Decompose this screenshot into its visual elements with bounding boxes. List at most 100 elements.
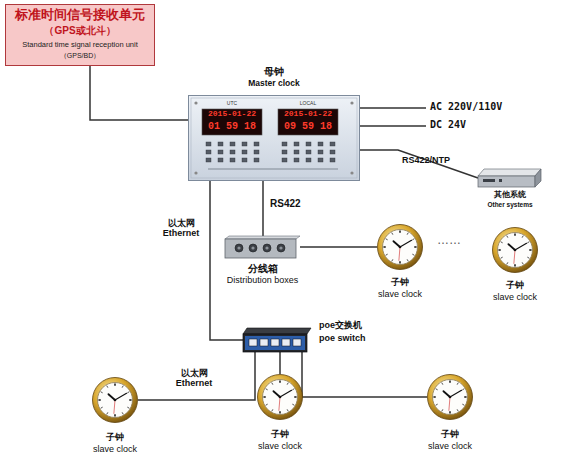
rect-part — [318, 142, 323, 146]
master-clock-outline — [188, 95, 360, 181]
line-part — [514, 233, 516, 235]
rect-part — [230, 150, 235, 154]
edge-label: 以太网 Ethernet — [168, 368, 220, 389]
line-part — [287, 409, 288, 411]
line-part — [273, 391, 280, 397]
slave-clock-outline — [492, 227, 538, 273]
line-part — [287, 383, 288, 385]
rect-part — [306, 150, 311, 154]
circle-part — [263, 380, 298, 415]
slave-clock-outline — [427, 374, 473, 420]
circle-part — [350, 101, 353, 104]
text-label: AC 220V/110V — [430, 101, 502, 113]
receiver-box: 标准时间信号接收单元（GPS或北斗）Standard time signal r… — [5, 4, 155, 66]
rect-part — [318, 150, 323, 154]
rect-part — [6, 5, 155, 66]
node-text: 子钟 — [65, 433, 165, 443]
power-wire — [360, 125, 426, 127]
slave-clock: 子钟slave clock — [427, 374, 473, 420]
rect-part — [191, 98, 357, 178]
node-text: slave clock — [400, 442, 500, 452]
line-part — [514, 250, 515, 264]
line-part — [399, 230, 401, 232]
circle-part — [194, 171, 197, 174]
circle-part — [433, 380, 468, 415]
line-part — [515, 243, 527, 250]
node-text: LOCAL — [278, 101, 338, 107]
node-text: slave clock — [230, 442, 330, 452]
text-label: DC 24V — [430, 119, 466, 131]
rect-part — [293, 339, 301, 346]
line-part — [522, 236, 523, 238]
rect-part — [242, 158, 247, 162]
polygon-part — [243, 328, 311, 334]
line-part — [450, 390, 462, 397]
line-part — [414, 246, 416, 248]
node-text: poe交换机 — [319, 321, 389, 331]
line-part — [407, 259, 408, 261]
rect-part — [282, 150, 287, 154]
rect-part — [294, 142, 299, 146]
rect-part — [254, 142, 259, 146]
text-label: …… — [437, 234, 461, 248]
node-text: UTC — [202, 101, 262, 107]
circle-part — [249, 244, 257, 252]
line-part — [527, 242, 529, 243]
line-part — [127, 407, 129, 408]
node-text: slave clock — [350, 290, 450, 300]
line-part — [449, 380, 451, 382]
master-clock: 母钟Master clockUTC2015-01-2201 59 18LOCAL… — [188, 95, 360, 181]
connector — [262, 181, 264, 236]
node-text: slave clock — [65, 445, 165, 455]
rect-part — [330, 142, 335, 146]
line-part — [436, 389, 438, 390]
slave-clock-outline — [257, 374, 303, 420]
line-part — [115, 393, 127, 400]
line-part — [272, 383, 273, 385]
line-part — [527, 257, 529, 258]
rect-part — [306, 142, 311, 146]
rect-part — [499, 179, 502, 182]
rect-part — [254, 158, 259, 162]
polygon-part — [478, 169, 541, 176]
line-part — [280, 390, 292, 397]
line-part — [383, 246, 385, 248]
connector — [90, 66, 188, 120]
line-part — [208, 168, 338, 169]
line-part — [412, 254, 414, 255]
line-part — [400, 240, 412, 247]
slave-clock: 子钟slave clock — [492, 227, 538, 273]
distribution-box-outline — [225, 236, 300, 258]
line-part — [399, 261, 401, 263]
rect-part — [242, 142, 247, 146]
line-part — [449, 397, 450, 411]
rect-part — [483, 179, 495, 182]
line-part — [129, 399, 131, 401]
rect-part — [249, 339, 257, 346]
node-text: 2015-01-22 — [278, 110, 338, 119]
circle-part — [265, 246, 268, 249]
circle-part — [237, 246, 240, 249]
other-systems-device-outline — [478, 168, 542, 188]
node-text: 01 59 18 — [202, 121, 262, 132]
line-part — [501, 242, 503, 243]
line-part — [412, 239, 414, 240]
line-part — [393, 241, 400, 247]
rect-part — [330, 158, 335, 162]
node-text: 子钟 — [350, 278, 450, 288]
line-part — [501, 257, 503, 258]
rect-part — [278, 109, 338, 135]
line-part — [279, 411, 281, 413]
connector — [210, 181, 243, 340]
rect-part — [230, 158, 235, 162]
circle-part — [263, 244, 271, 252]
connector — [302, 352, 427, 397]
line-part — [507, 262, 508, 264]
line-part — [266, 404, 268, 405]
line-part — [457, 409, 458, 411]
line-part — [292, 389, 294, 390]
line-part — [101, 407, 103, 408]
circle-part — [449, 396, 452, 399]
line-part — [272, 409, 273, 411]
power-wire — [360, 107, 426, 109]
